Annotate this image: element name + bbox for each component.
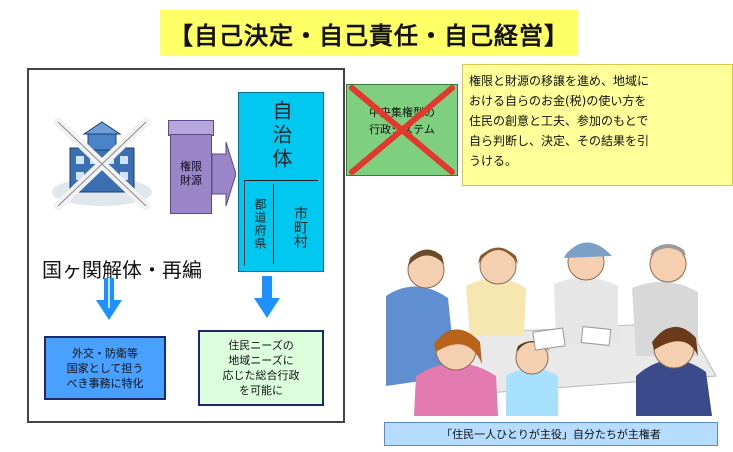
- explanation-box: 権限と財源の移譲を進め、地域に おける自らのお金(税)の使い方を 住民の創意と工…: [462, 64, 733, 186]
- agency-reorganization-label: 国ヶ関解体・再編: [42, 258, 202, 282]
- authority-finance-pillar: 権限 財源: [170, 134, 212, 214]
- explanation-line: 住民の創意と工夫、参加のもとで: [469, 114, 649, 128]
- explanation-line: 権限と財源の移譲を進め、地域に: [469, 74, 650, 88]
- national-role-text: 外交・防衛等 国家として担う べき事務に特化: [66, 346, 144, 390]
- local-government-title: 自治体: [269, 100, 293, 172]
- down-arrow-icon: [96, 278, 122, 320]
- local-role-box: 住民ニーズの 地域ニーズに 応じた総合行政 を可能に: [198, 330, 324, 406]
- pillar-label: 権限 財源: [180, 160, 202, 187]
- cross-out-icon: [349, 85, 455, 175]
- citizens-meeting-illustration: [386, 226, 732, 416]
- explanation-line: 自ら判断し、決定、その結果を引: [469, 134, 650, 148]
- transfer-arrow-icon: [212, 141, 236, 207]
- local-role-text: 住民ニーズの 地域ニーズに 応じた総合行政 を可能に: [222, 339, 300, 397]
- explanation-line: おける自らのお金(税)の使い方を: [469, 94, 647, 108]
- illustration-caption: 「住民一人ひとりが主役」自分たちが主権者: [384, 422, 718, 446]
- local-government-divider: [244, 180, 318, 266]
- municipality-label: 市町村: [292, 206, 308, 248]
- page-title: 【自己決定・自己責任・自己経営】: [160, 10, 578, 56]
- prefecture-label: 都道府県: [248, 184, 274, 264]
- local-government-block: [238, 92, 324, 272]
- crossed-building-icon: [52, 118, 152, 210]
- down-arrow-icon: [254, 276, 280, 318]
- national-role-box: 外交・防衛等 国家として担う べき事務に特化: [44, 336, 166, 400]
- explanation-line: うける。: [469, 154, 518, 168]
